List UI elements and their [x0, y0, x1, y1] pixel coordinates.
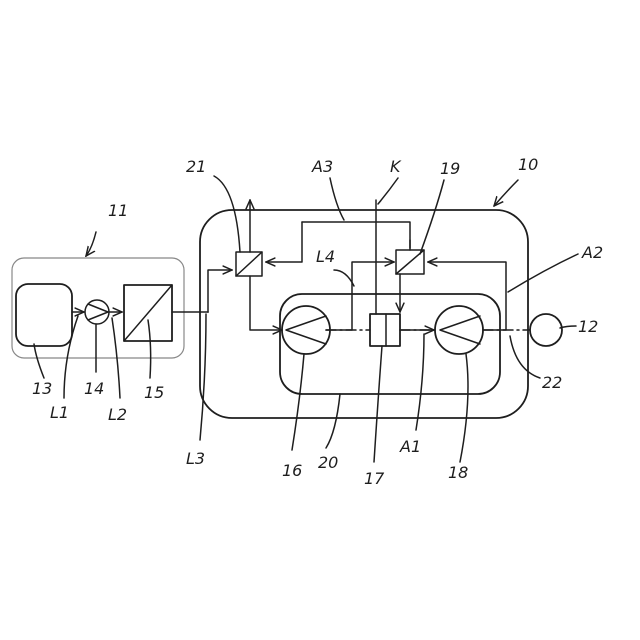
- label-13: 13: [32, 379, 52, 398]
- leader-13: [34, 344, 44, 378]
- label-L4: L4: [316, 247, 335, 266]
- label-14: 14: [84, 379, 104, 398]
- valve-21-diagonal: [236, 252, 262, 276]
- labels: 11 10 21 A3 K 19 L4 A2 12 22 13 L1 14 L2…: [32, 155, 603, 488]
- label-15: 15: [144, 383, 164, 402]
- label-22: 22: [542, 373, 562, 392]
- pump-14-triangle-icon: [88, 304, 108, 320]
- leader-A2: [508, 254, 578, 292]
- label-A2: A2: [581, 243, 603, 262]
- leader-18: [460, 354, 468, 462]
- label-16: 16: [282, 461, 302, 480]
- turbine-18-icon: [440, 316, 480, 344]
- unit-20-housing: [280, 294, 500, 394]
- label-21: 21: [186, 157, 206, 176]
- leader-K: [378, 178, 398, 204]
- leader-17: [374, 346, 382, 462]
- module-11: [12, 258, 184, 358]
- compressor-16-circle: [282, 306, 330, 354]
- label-A1: A1: [399, 437, 421, 456]
- leader-A1: [416, 334, 424, 430]
- line-A3-to-21: [266, 222, 302, 262]
- compressor-16-icon: [286, 316, 326, 344]
- label-L1: L1: [50, 403, 69, 422]
- leader-11: [86, 232, 96, 256]
- label-L3: L3: [186, 449, 205, 468]
- leader-15: [148, 320, 151, 378]
- line-21-to-16: [250, 276, 282, 330]
- label-19: 19: [440, 159, 460, 178]
- component-17-box: [370, 314, 400, 346]
- leader-A3: [330, 178, 344, 220]
- leader-10: [494, 180, 518, 206]
- line-L3-to-21: [208, 270, 232, 312]
- leader-L1: [64, 316, 78, 398]
- label-K: K: [390, 157, 402, 176]
- component-13-box: [16, 284, 72, 346]
- label-17: 17: [364, 469, 385, 488]
- line-A3-top: [302, 222, 410, 248]
- generator-12-circle: [530, 314, 562, 346]
- label-11: 11: [108, 201, 128, 220]
- leader-16: [292, 354, 304, 450]
- label-18: 18: [448, 463, 468, 482]
- label-L2: L2: [108, 405, 127, 424]
- label-12: 12: [578, 317, 598, 336]
- leader-20: [326, 394, 340, 448]
- line-L4: [326, 262, 394, 330]
- label-10: 10: [518, 155, 538, 174]
- label-A3: A3: [311, 157, 333, 176]
- leader-19: [420, 180, 444, 254]
- leader-L4: [334, 270, 354, 286]
- component-15-diagonal: [124, 285, 172, 341]
- system-10-housing: [200, 210, 528, 418]
- label-20: 20: [318, 453, 338, 472]
